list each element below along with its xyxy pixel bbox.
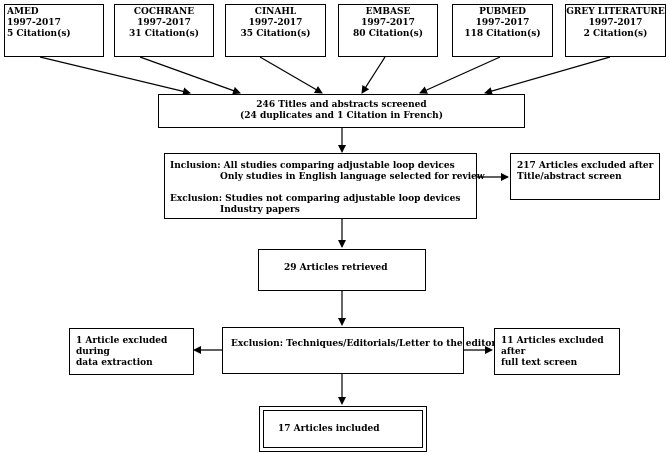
arrow-amed — [39, 56, 191, 96]
excluded-title-line-1: 217 Articles excluded after — [517, 161, 654, 171]
source-years: 1997-2017 — [475, 18, 530, 28]
excluded-fulltext-line-2: full text screen — [501, 358, 578, 368]
arrow-grey — [484, 56, 611, 95]
source-box-embase: EMBASE 1997-2017 80 Citation(s) — [338, 4, 438, 57]
source-years: 1997-2017 — [248, 18, 303, 28]
source-count: 2 Citation(s) — [583, 29, 648, 39]
source-count: 118 Citation(s) — [464, 29, 541, 39]
screened-line-1: 246 Titles and abstracts screened — [256, 100, 427, 110]
arrow-cochrane — [139, 56, 241, 95]
source-name: GREY LITERATURE — [566, 7, 665, 17]
source-name: EMBASE — [365, 7, 411, 17]
excluded-extraction-line-1: 1 Article excluded during — [76, 336, 168, 357]
source-count: 35 Citation(s) — [240, 29, 311, 39]
source-count: 80 Citation(s) — [353, 29, 423, 39]
source-name: CINAHL — [254, 7, 297, 17]
criteria-box: Inclusion: All studies comparing adjusta… — [164, 153, 485, 219]
exclusion-full-text-label: Exclusion: Techniques/Editorials/Letter … — [231, 339, 497, 349]
source-name: PUBMED — [479, 7, 526, 17]
retrieved-box: 29 Articles retrieved — [258, 249, 426, 291]
source-years: 1997-2017 — [588, 18, 643, 28]
screened-line-2: (24 duplicates and 1 Citation in French) — [240, 111, 443, 121]
arrow-cinahl — [259, 56, 323, 94]
source-name: AMED — [7, 7, 39, 17]
source-box-amed: AMED 1997-2017 5 Citation(s) — [4, 4, 104, 57]
screened-box: 246 Titles and abstracts screened (24 du… — [158, 94, 525, 128]
source-box-cochrane: COCHRANE 1997-2017 31 Citation(s) — [114, 4, 214, 57]
excluded-full-text-box: 11 Articles excluded after full text scr… — [494, 328, 620, 375]
source-years: 1997-2017 — [361, 18, 415, 28]
inclusion-line-1: Inclusion: All studies comparing adjusta… — [170, 161, 455, 171]
source-box-cinahl: CINAHL 1997-2017 35 Citation(s) — [225, 4, 326, 57]
exclusion-line-2: Industry papers — [220, 205, 300, 215]
included-label: 17 Articles included — [278, 424, 380, 434]
arrow-pubmed — [419, 56, 501, 94]
source-years: 1997-2017 — [7, 18, 61, 28]
source-count: 5 Citation(s) — [7, 29, 71, 39]
source-box-pubmed: PUBMED 1997-2017 118 Citation(s) — [452, 4, 553, 57]
exclusion-full-text-box: Exclusion: Techniques/Editorials/Letter … — [222, 327, 496, 374]
arrow-embase — [361, 56, 386, 94]
retrieved-label: 29 Articles retrieved — [284, 263, 388, 273]
inclusion-line-2: Only studies in English language selecte… — [220, 172, 485, 182]
excluded-extraction-line-2: data extraction — [76, 358, 153, 368]
included-box-outer: 17 Articles included — [259, 406, 427, 452]
excluded-title-line-2: Title/abstract screen — [517, 172, 622, 182]
source-years: 1997-2017 — [137, 18, 191, 28]
source-name: COCHRANE — [133, 7, 195, 17]
exclusion-line-1: Exclusion: Studies not comparing adjusta… — [170, 194, 461, 204]
source-box-grey-literature: GREY LITERATURE 1997-2017 2 Citation(s) — [565, 4, 666, 57]
included-box-inner: 17 Articles included — [263, 410, 423, 448]
excluded-data-extraction-box: 1 Article excluded during data extractio… — [69, 328, 194, 375]
excluded-fulltext-line-1: 11 Articles excluded after — [501, 336, 604, 357]
excluded-title-abstract-box: 217 Articles excluded after Title/abstra… — [510, 153, 660, 200]
source-count: 31 Citation(s) — [129, 29, 199, 39]
